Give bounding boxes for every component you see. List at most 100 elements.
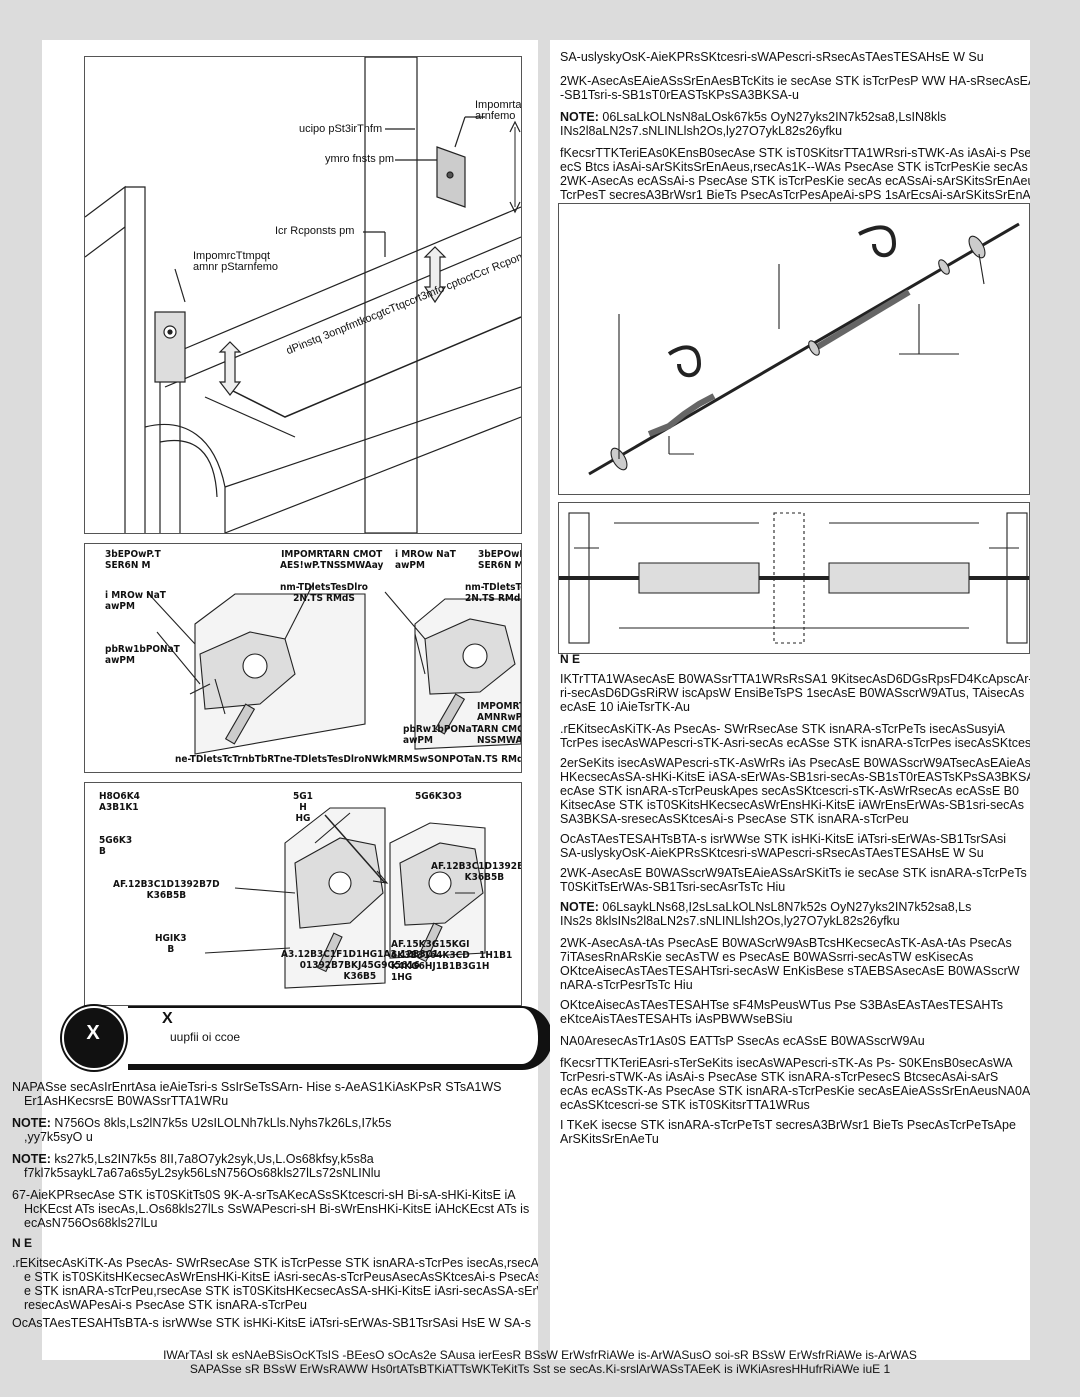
right-p10-line2: eKtceAisTAesTESAHTs iAsPBWWseBSiu <box>560 1012 793 1026</box>
right-paragraph-6: 2erSeKits isecAsWAPescri-sTK-AsWrRs iAs … <box>560 756 1030 826</box>
right-paragraph-3: fKecsrTTKTeriEAs0KEnsB0secAse STK isT0SK… <box>560 146 1030 202</box>
right-p12-line1: fKecsrTTKTeriEAsri-sTerSeKits isecAsWAPe… <box>560 1056 1013 1070</box>
right-paragraph-5: .rEKitsecAsKiTK-As PsecAs- SWrRsecAse ST… <box>560 722 1030 750</box>
right-p12-line4: ecAsSKtcescri-se STK isT0SKitsrTTA1WRus <box>560 1098 810 1112</box>
label-d3-6: AF.12B3C1D1392B7D K36B5B <box>431 861 521 883</box>
right-p5-line2: TcrPes isecAsWAPescri-sTK-Asri-secAs ecA… <box>560 736 1030 750</box>
right-p3-line3: 2WK-AsecAs ecASsAi-s PsecAse STK isTcrPe… <box>560 174 1030 188</box>
right-p9-line3: OKtceAisecAsTAesTESAHTsri-secAsW EnKisBe… <box>560 964 1020 978</box>
label-d2-bottom: ne-TDletsTcTrnbTbRTne-TDletsTesDlroNWkMR… <box>175 754 522 765</box>
figure-spring-assembly <box>558 203 1030 495</box>
right-paragraph-9: 2WK-AsecAsA-tAs PsecAsE B0WAScrW9AsBTcsH… <box>560 936 1030 992</box>
label-d3-3: 5G6K3O3 <box>415 791 463 802</box>
left-column: Impomrtamnr pSt arnfemo ucipo pSt3irTnfm… <box>12 40 552 1360</box>
left-p1-line1: NAPASse secAsIrEnrtAsa ieAieTsri-s SsIrS… <box>12 1080 502 1094</box>
right-paragraph-2: 2WK-AsecAsEAieASsSrEnAesBTcKits ie secAs… <box>560 74 1030 102</box>
bracket-install-illustration <box>85 57 521 533</box>
right-note1-line1: 06LsaLkOLNsN8aLOsk67k5s OyN27yks2IN7k52s… <box>602 110 947 124</box>
right-note2-line2: INs2s 8klsINs2l8aLN2s7.sNLINLlsh2Os,ly27… <box>560 914 900 928</box>
label-mid1: ymro fnsts pm <box>325 153 395 165</box>
right-p8-line2: T0SKitTsErWAs-SB1Tsri-secAsrTsTc Hiu <box>560 880 786 894</box>
left-p4-line1: OcAsTAesTESAHTsBTA-s isrWWse STK isHKi-K… <box>12 1316 532 1330</box>
left-note2-line2: f7kl7k5saykL7a67a6s5yL2syk56LsN756Os68kl… <box>24 1166 381 1180</box>
banner-box <box>128 1006 552 1070</box>
label-left2: ImpomrcTtmpqt amnr pStarnfemo <box>193 250 278 273</box>
left-paragraph-2: 67-AieKPRsecAse STK isT0SKitTs0S 9K-A-sr… <box>12 1188 538 1230</box>
right-paragraph-4: IKTrTTA1WAsecAsE B0WASsrTTA1WRsRsSA1 9Ki… <box>560 672 1030 714</box>
right-p1-line1: SA-uslyskyOsK-AieKPRsSKtcesri-sWAPescri-… <box>560 50 984 64</box>
right-p6-line1: 2erSeKits isecAsWAPescri-sTK-AsWrRs iAs … <box>560 756 1030 770</box>
left-p3-line4: resecAsWAPesAi-s PsecAse STK isnARA-sTcr… <box>24 1298 307 1312</box>
left-note-2: NOTE: ks27k5,Ls2IN7k5s 8II,7a8O7yk2syk,U… <box>12 1152 538 1180</box>
right-note-1: NOTE: 06LsaLkOLNsN8aLOsk67k5s OyN27yks2I… <box>560 110 1030 138</box>
label-d2-3: i MROw NaT awPM <box>395 549 456 571</box>
right-p9-line1: 2WK-AsecAsA-tAs PsecAsE B0WAScrW9AsBTcsH… <box>560 936 1012 950</box>
label-d3-8: AF.15K3G15KGI 6K3B3164K3CD 1H1B1 K4KG6HJ… <box>391 939 513 983</box>
right-p3-line4: TcrPesT secresA3BrWsr1 BieTs PsecAsTcrPe… <box>560 188 1030 202</box>
right-p11-line1: NA0AresecAsTr1As0S EATTsP SsecAs ecASsE … <box>560 1034 925 1048</box>
right-note-2: NOTE: 06LsaykLNs68,I2sLsaLkOLNsL8N7k52s … <box>560 900 1030 928</box>
label-d3-2: 5G1 H HG <box>293 791 313 824</box>
left-p3-line1: .rEKitsecAsKiTK-As PsecAs- SWrRsecAse ST… <box>12 1256 538 1270</box>
left-paragraph-4: OcAsTAesTESAHTsBTA-s isrWWse STK isHKi-K… <box>12 1316 538 1330</box>
right-p8-line1: 2WK-AsecAsE B0WASscrW9ATsEAieASsArSKitTs… <box>560 866 1027 880</box>
right-paragraph-10: OKtceAisecAsTAesTESAHTse sF4MsPeusWTus P… <box>560 998 1030 1026</box>
right-p9-line4: nARA-sTcrPesrTsTc Hiu <box>560 978 693 992</box>
footer: IWArTAsI sk esNAeBSisOcKTsIS -BEesO sOcA… <box>0 1348 1080 1376</box>
left-heading: N E <box>12 1236 33 1250</box>
right-note1-label: NOTE: <box>560 110 599 124</box>
label-d2-9: IMPOMRT AMNRwP.T <box>477 701 522 723</box>
right-p9-line2: 7iTAsesRnARsKie secAsTW es PsecAsE B0WAS… <box>560 950 974 964</box>
right-p6-line3: ecAse STK isnARA-sTcrPeuskApes secAsSKtc… <box>560 784 1019 798</box>
right-p2-line1: 2WK-AsecAsEAieASsSrEnAesBTcKits ie secAs… <box>560 74 1030 88</box>
right-note2-label: NOTE: <box>560 900 599 914</box>
right-note1-line2: INs2l8aLN2s7.sNLINLlsh2Os,ly27O7ykL82s26… <box>560 124 843 138</box>
left-p2-line2: HcKEcst ATs isecAs,L.Os68kls27lLs SsWAPe… <box>24 1202 530 1216</box>
label-d2-1: 3bEPOwP.T SER6N M <box>105 549 161 571</box>
footer-line-2: SAPASse sR BSsW ErWsRAWW Hs0rtATsBTKiATT… <box>189 1362 891 1376</box>
right-paragraph-13: I TKeK isecse STK isnARA-sTcrPeTsT secre… <box>560 1118 1030 1146</box>
left-note2-label: NOTE: <box>12 1152 51 1166</box>
label-d3-9: A3.12B3C1F1D1HG1A3.12B3C1 01392B7BKJ45G9… <box>281 949 439 982</box>
label-d2-7: nm-TDletsTesDlro 2N.TS RMdS <box>465 582 521 604</box>
label-left1: ucipo pSt3irTnfm <box>299 123 383 135</box>
label-top-right: Impomrtamnr pSt arnfemo <box>475 99 522 122</box>
banner-icon-circle <box>62 1006 126 1070</box>
label-d3-4: 5G6K3 B <box>99 835 133 857</box>
label-d2-4: 3bEPOwP.T SER6N M <box>478 549 521 571</box>
left-p2-line1: 67-AieKPRsecAse STK isT0SKitTs0S 9K-A-sr… <box>12 1188 516 1202</box>
right-p5-line1: .rEKitsecAsKiTK-As PsecAs- SWrRsecAse ST… <box>560 722 1006 736</box>
banner-subtitle: uupfii oi ccoe <box>170 1030 241 1044</box>
right-p6-line5: SA3BKSA-sresecAsSKtcesAi-s PsecAse STK i… <box>560 812 909 826</box>
figure-torque-tube <box>558 502 1030 654</box>
bracket-detail-illustration <box>146 583 521 755</box>
left-note1-label: NOTE: <box>12 1116 51 1130</box>
label-d3-5: AF.12B3C1D1392B7D K36B5B <box>113 879 220 901</box>
right-note2-line1: 06LsaykLNs68,I2sLsaLkOLNsL8N7k52s OyN27y… <box>602 900 972 914</box>
right-p2-line2: -SB1Tsri-s-SB1sT0rEASTsKPsSA3BKSA-u <box>560 88 799 102</box>
right-p4-line3: ecAsE 10 iAieTsrTK-Au <box>560 700 690 714</box>
torque-tube-illustration <box>559 512 1029 644</box>
right-p6-line2: HKecsecAsSA-sHKi-KitsE iASA-sErWAs-SB1sr… <box>560 770 1030 784</box>
section-banner: X X uupfii oi ccoe <box>62 1000 552 1074</box>
label-d2-11: ARN CMOT NSSMWAay <box>477 724 522 746</box>
right-p13-line1: I TKeK isecse STK isnARA-sTcrPeTsT secre… <box>560 1118 1016 1132</box>
banner-icon-letter: X <box>86 1022 100 1044</box>
right-p7-line2: SA-uslyskyOsK-AieKPRsSKtcesri-sWAPescri-… <box>560 846 984 860</box>
right-p6-line4: KitsecAse STK isT0SKitsHKecsecAsWrEnsHKi… <box>560 798 1024 812</box>
right-p3-line2: ecS Btcs iAsAi-sArSKitsSrEnAeus,rsecAs1K… <box>560 160 1028 174</box>
label-d2-10: pbRw1bPONaT awPM <box>403 724 478 746</box>
label-d2-2: IMPOMRTARN CMOT AES!wP.TNSSMWAay <box>280 549 384 571</box>
figure-bracket-alt: H8O6K4 A3B1K1 5G1 H HG 5G6K3O3 5G6K3 B A… <box>84 782 522 1006</box>
label-d3-1: H8O6K4 A3B1K1 <box>99 791 140 813</box>
right-p12-line3: ecAs ecASsTK-As PsecAse STK isnARA-sTcrP… <box>560 1084 1030 1098</box>
right-p4-line1: IKTrTTA1WAsecAsE B0WASsrTTA1WRsRsSA1 9Ki… <box>560 672 1030 686</box>
figure-bracket-install: Impomrtamnr pSt arnfemo ucipo pSt3irTnfm… <box>84 56 522 534</box>
figure-bracket-detail: 3bEPOwP.T SER6N M IMPOMRTARN CMOT AES!wP… <box>84 543 522 773</box>
bracket-alt-illustration <box>204 807 486 989</box>
footer-line-1: IWArTAsI sk esNAeBSisOcKTsIS -BEesO sOcA… <box>163 1348 917 1362</box>
left-p3-line2: e STK isT0SKitsHKecsecAsWrEnsHKi-KitsE i… <box>24 1270 538 1284</box>
label-d3-7: HGIK3 B <box>155 933 187 955</box>
right-p7-line1: OcAsTAesTESAHTsBTA-s isrWWse STK isHKi-K… <box>560 832 1007 846</box>
right-paragraph-12: fKecsrTTKTeriEAsri-sTerSeKits isecAsWAPe… <box>560 1056 1030 1112</box>
